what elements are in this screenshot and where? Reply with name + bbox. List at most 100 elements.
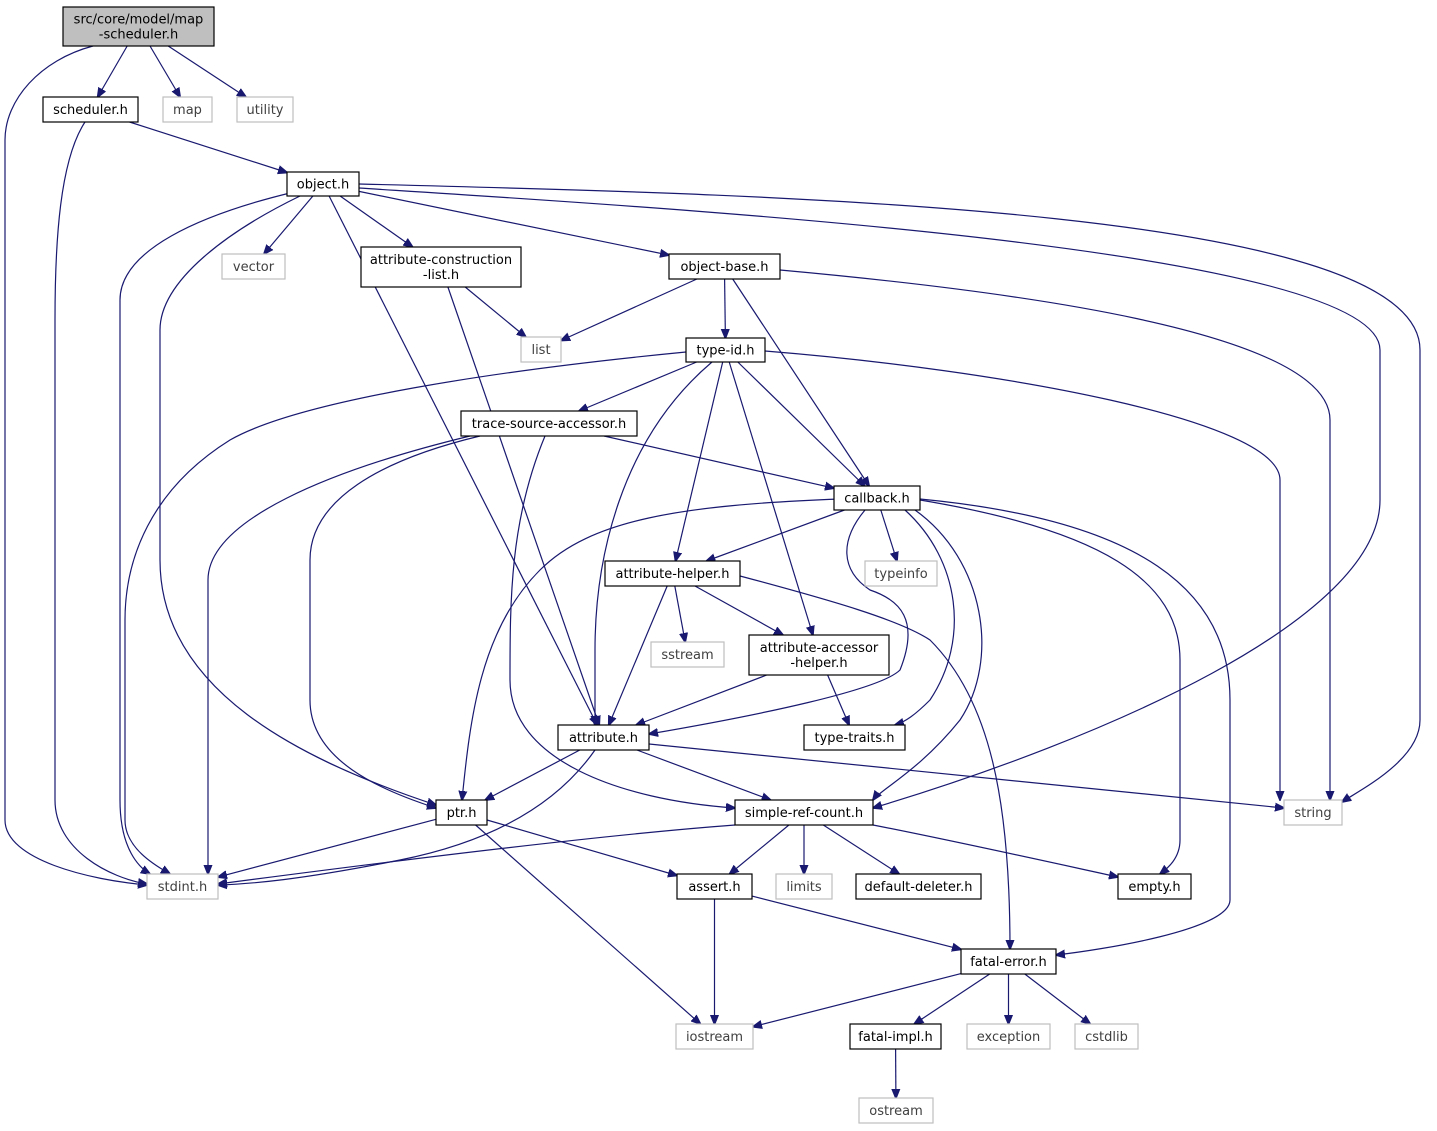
- node-label: list: [531, 343, 550, 358]
- edge-fatal-to-cstdlib: [1024, 973, 1090, 1024]
- node-fimpl[interactable]: fatal-impl.h: [849, 1023, 942, 1050]
- node-label: scheduler.h: [53, 103, 128, 118]
- edge-scheduler-to-stdint: [54, 121, 147, 884]
- node-label: exception: [977, 1030, 1041, 1045]
- node-box: [1074, 1023, 1139, 1050]
- node-box: [360, 246, 522, 288]
- node-fatal[interactable]: fatal-error.h: [960, 948, 1057, 975]
- node-box: [803, 724, 906, 751]
- node-label: callback.h: [844, 492, 910, 507]
- edge-typeid-to-stdint: [124, 351, 687, 874]
- edge-tsa-to-stdint: [208, 435, 471, 874]
- edge-aah-to-traits: [827, 674, 850, 725]
- node-vector: vector: [221, 253, 286, 280]
- edge-ptr-to-iostream: [475, 824, 701, 1024]
- edge-src-to-deleter: [822, 824, 899, 874]
- node-aah[interactable]: attribute-accessor-helper.h: [748, 634, 890, 676]
- node-label: assert.h: [688, 880, 740, 895]
- node-label: type-id.h: [697, 344, 755, 359]
- node-box: [668, 253, 781, 280]
- node-box: [855, 873, 982, 900]
- edge-fatal-to-iostream: [753, 973, 962, 1027]
- edge-ahelper-to-fatal: [739, 575, 1010, 949]
- node-label: src/core/model/map: [74, 13, 204, 28]
- node-label: attribute-accessor: [760, 641, 879, 656]
- node-empty[interactable]: empty.h: [1117, 873, 1192, 900]
- node-label: simple-ref-count.h: [745, 806, 863, 821]
- node-list: list: [520, 336, 562, 363]
- node-box: [146, 873, 219, 900]
- node-label: utility: [247, 103, 284, 118]
- node-label: trace-source-accessor.h: [472, 417, 626, 432]
- node-label: ptr.h: [447, 806, 477, 821]
- edge-src-to-stdint: [218, 824, 736, 884]
- node-utility: utility: [236, 96, 294, 123]
- edge-ahelper-to-aah: [694, 585, 783, 635]
- node-objbase[interactable]: object-base.h: [668, 253, 781, 280]
- node-ahelper[interactable]: attribute-helper.h: [604, 560, 741, 587]
- node-box: [864, 560, 938, 587]
- node-assert[interactable]: assert.h: [676, 873, 753, 900]
- node-label: string: [1294, 806, 1331, 821]
- node-box: [604, 560, 741, 587]
- node-label: limits: [786, 880, 822, 895]
- node-box: [966, 1023, 1051, 1050]
- edge-root-to-scheduler: [98, 45, 128, 97]
- node-tsa[interactable]: trace-source-accessor.h: [460, 410, 638, 437]
- node-label: attribute.h: [569, 731, 638, 746]
- edge-src-to-assert: [730, 824, 790, 874]
- node-sstream: sstream: [650, 641, 725, 668]
- node-attr[interactable]: attribute.h: [557, 724, 650, 751]
- edge-root-to-stdint: [4, 45, 147, 885]
- node-box: [42, 96, 139, 123]
- edge-callback-to-ahelper: [706, 509, 845, 561]
- edge-callback-to-fatal: [919, 498, 1231, 955]
- node-scheduler[interactable]: scheduler.h: [42, 96, 139, 123]
- node-label: map: [173, 103, 202, 118]
- edge-callback-to-src: [873, 509, 983, 800]
- node-box: [1117, 873, 1192, 900]
- node-label: stdint.h: [158, 880, 207, 895]
- node-object[interactable]: object.h: [286, 171, 360, 197]
- node-acl[interactable]: attribute-construction-list.h: [360, 246, 522, 288]
- node-deleter[interactable]: default-deleter.h: [855, 873, 982, 900]
- node-label: typeinfo: [874, 567, 927, 582]
- edge-fatal-to-fimpl: [914, 973, 991, 1024]
- node-typeid[interactable]: type-id.h: [685, 337, 766, 363]
- node-box: [650, 641, 725, 668]
- edge-ahelper-to-attr: [609, 585, 668, 725]
- node-box: [849, 1023, 942, 1050]
- edge-ahelper-to-sstream: [674, 585, 685, 642]
- node-label: -scheduler.h: [99, 28, 178, 43]
- node-box: [520, 336, 562, 363]
- node-label: fatal-impl.h: [858, 1030, 932, 1045]
- edge-src-to-empty: [872, 824, 1118, 877]
- edge-callback-to-typeinfo: [880, 509, 897, 561]
- edge-acl-to-list: [464, 286, 526, 337]
- node-ptr[interactable]: ptr.h: [435, 799, 488, 826]
- node-label: default-deleter.h: [865, 880, 973, 895]
- edge-attr-to-src: [636, 749, 771, 800]
- node-box: [960, 948, 1057, 975]
- node-string: string: [1283, 799, 1343, 826]
- edge-typeid-to-string: [764, 350, 1280, 800]
- edge-tsa-to-ptr: [309, 435, 481, 808]
- edge-objbase-to-string: [779, 269, 1330, 800]
- edge-aah-to-attr: [636, 674, 768, 725]
- node-box: [858, 1097, 934, 1124]
- node-label: -helper.h: [790, 656, 847, 671]
- node-root[interactable]: src/core/model/map-scheduler.h: [62, 6, 215, 47]
- node-label: object.h: [297, 178, 349, 193]
- node-label: sstream: [661, 648, 713, 663]
- edge-callback-to-traits: [895, 509, 955, 725]
- edge-scheduler-to-object: [129, 121, 288, 173]
- node-label: vector: [233, 260, 275, 275]
- node-ostream: ostream: [858, 1097, 934, 1124]
- node-src[interactable]: simple-ref-count.h: [734, 799, 874, 826]
- edge-ptr-to-stdint: [218, 818, 437, 877]
- edge-object-to-src: [358, 187, 1381, 808]
- node-traits[interactable]: type-traits.h: [803, 724, 906, 751]
- node-callback[interactable]: callback.h: [833, 485, 921, 511]
- edge-attr-to-string: [648, 743, 1284, 808]
- node-label: attribute-construction: [370, 253, 512, 268]
